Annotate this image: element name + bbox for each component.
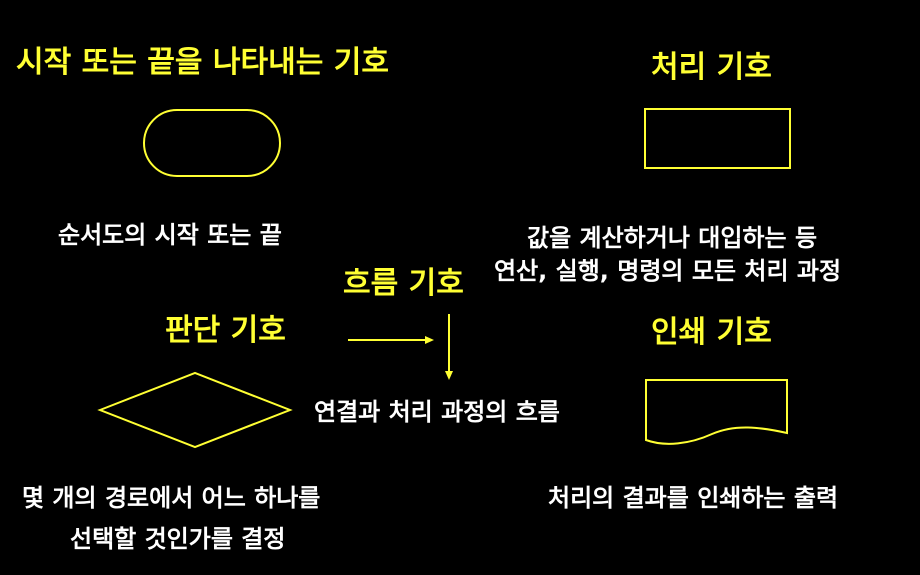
flow-description: 연결과 처리 과정의 흐름	[314, 398, 560, 426]
decision-title: 판단 기호	[165, 313, 286, 348]
decision-symbol	[97, 371, 293, 449]
document-description: 처리의 결과를 인쇄하는 출력	[548, 484, 839, 512]
decision-description-line1: 몇 개의 경로에서 어느 하나를	[22, 484, 321, 512]
flow-arrow-horizontal	[348, 336, 434, 344]
document-title: 인쇄 기호	[651, 315, 772, 350]
process-description-line1: 값을 계산하거나 대입하는 등	[527, 224, 818, 252]
process-title: 처리 기호	[651, 50, 772, 85]
flow-title: 흐름 기호	[343, 266, 464, 301]
process-description-line2: 연산, 실행, 명령의 모든 처리 과정	[494, 257, 842, 285]
terminal-title: 시작 또는 끝을 나타내는 기호	[16, 45, 389, 80]
process-symbol	[644, 108, 791, 169]
decision-description-line2: 선택할 것인가를 결정	[70, 525, 286, 553]
document-symbol	[645, 379, 788, 445]
terminal-symbol	[143, 109, 281, 177]
terminal-description: 순서도의 시작 또는 끝	[58, 221, 282, 249]
flow-arrow-vertical	[445, 314, 453, 380]
